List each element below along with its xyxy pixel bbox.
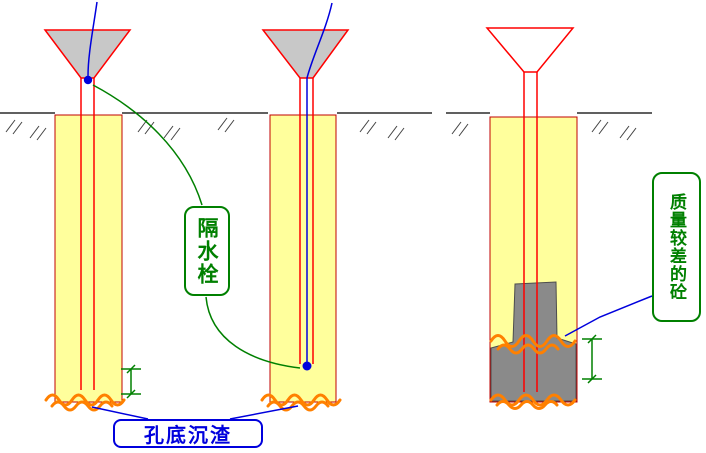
borehole-1 xyxy=(54,114,123,403)
tremie-pipe-1 xyxy=(80,78,95,390)
sediment-squiggle-3-bottom xyxy=(489,393,577,410)
funnel-2 xyxy=(261,29,350,79)
poor-concrete-thickness-dimension-3 xyxy=(582,334,602,384)
plug-cord-1 xyxy=(87,1,98,77)
tremie-pipe-2 xyxy=(299,78,314,364)
borehole-2 xyxy=(269,114,337,403)
water-plug-label: 隔水栓 xyxy=(184,206,230,296)
bottom-sediment-label: 孔底沉渣 xyxy=(113,419,263,448)
water-plug-leader-lines xyxy=(92,84,301,369)
poor-concrete-leader-line xyxy=(564,295,653,337)
poor-concrete-label: 质量较差的砼 xyxy=(652,172,701,322)
sediment-squiggle-2 xyxy=(260,393,342,412)
tremie-pipe-3 xyxy=(523,72,538,392)
water-plug-dot-2 xyxy=(302,361,312,371)
water-plug-dot-1 xyxy=(83,75,93,85)
sediment-label-leader-lines xyxy=(91,405,299,420)
sediment-squiggle-1 xyxy=(44,393,126,412)
funnel-3 xyxy=(485,27,575,73)
sediment-thickness-dimension-1 xyxy=(121,364,141,399)
plug-cord-2 xyxy=(306,2,333,362)
sediment-squiggle-3-top xyxy=(489,334,577,355)
